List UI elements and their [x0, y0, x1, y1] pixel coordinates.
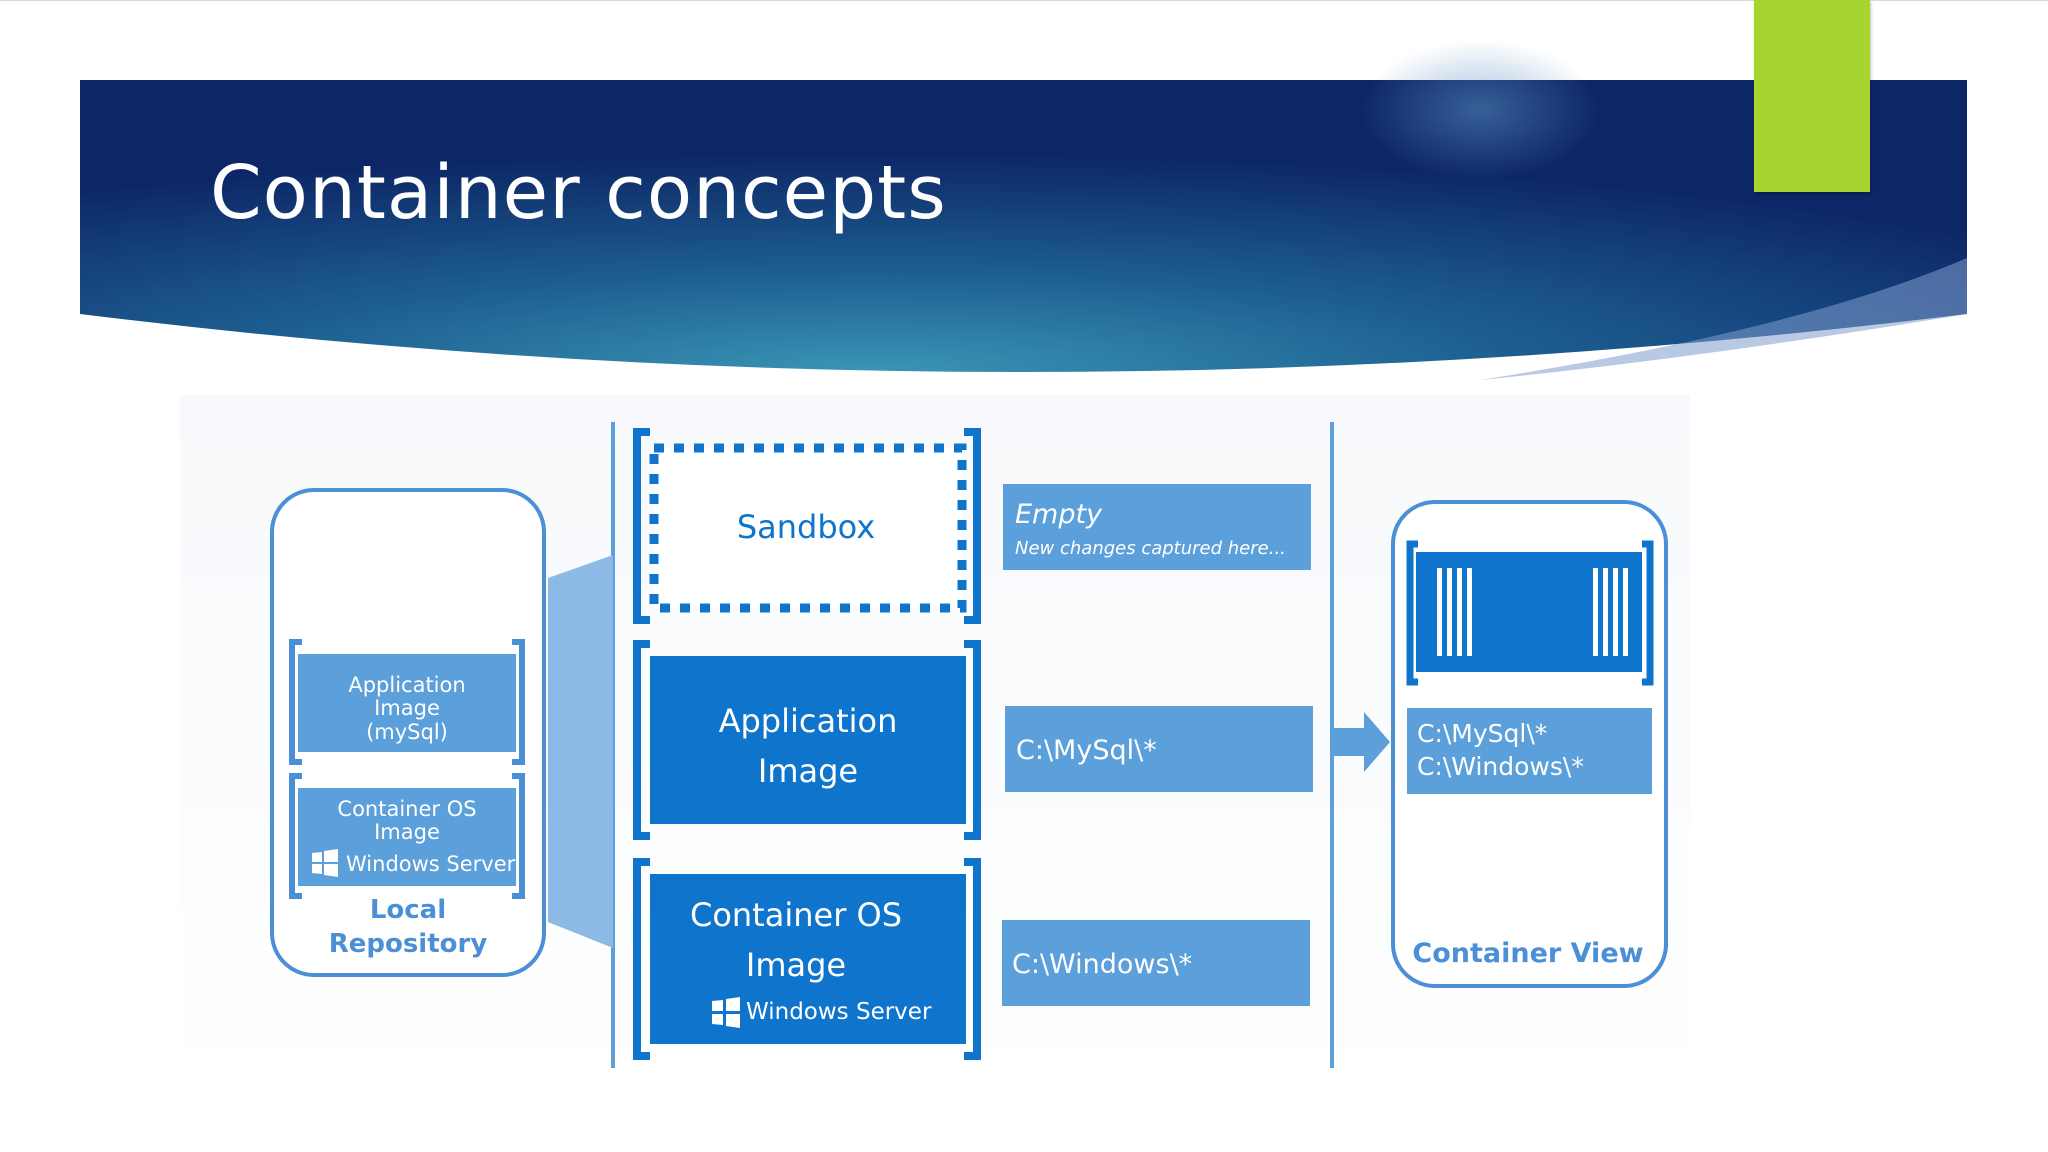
- repository-label-line1: Local: [370, 895, 446, 925]
- repository-funnel: [548, 555, 613, 948]
- container-os-layer: [650, 874, 966, 1044]
- arrow-right-icon: [1334, 712, 1390, 772]
- windows-logo-icon: [312, 849, 338, 877]
- os-layer-brackets: [633, 858, 981, 1060]
- os-path-label: C:\Windows\*: [1012, 949, 1192, 980]
- repo-os-line2: Image: [374, 820, 440, 844]
- app-layer-brackets: [633, 640, 981, 840]
- sandbox-brackets: [633, 428, 981, 624]
- container-view: C:\MySql\* C:\Windows\* Container View: [1391, 500, 1668, 988]
- repo-os-brackets: [289, 773, 525, 899]
- local-repository: Application Image (mySql) Container OS I…: [270, 488, 546, 977]
- layer-stack: Sandbox Application Image Container OS I…: [633, 428, 981, 1060]
- sandbox-path-box: [1003, 484, 1311, 570]
- container-view-path2: C:\Windows\*: [1417, 752, 1584, 781]
- slide-title: Container concepts: [210, 150, 947, 236]
- container-icon-brackets: [1406, 540, 1654, 686]
- application-image-layer: [650, 656, 966, 824]
- os-path-box: [1002, 920, 1310, 1006]
- repo-app-image: [298, 654, 516, 752]
- path-labels: Empty New changes captured here... C:\My…: [1002, 484, 1313, 1006]
- sandbox-path-subtitle: New changes captured here...: [1015, 538, 1286, 559]
- container-view-label: Container View: [1412, 938, 1643, 969]
- container-view-path1: C:\MySql\*: [1417, 719, 1547, 748]
- container-stripes-right: [1593, 568, 1628, 656]
- sandbox-path-title: Empty: [1015, 499, 1103, 530]
- windows-logo-icon: [712, 997, 740, 1028]
- os-layer-line2: Image: [746, 946, 846, 984]
- repo-os-brand: Windows Server: [346, 852, 516, 876]
- repo-app-brackets: [289, 639, 525, 765]
- sandbox-layer: [649, 443, 967, 613]
- repo-app-line2: Image: [374, 696, 440, 720]
- os-layer-line1: Container OS: [690, 896, 902, 934]
- repo-app-line1: Application: [348, 673, 465, 697]
- repo-app-line3: (mySql): [366, 720, 448, 744]
- header-banner: [80, 40, 1967, 380]
- accent-block: [1754, 0, 1870, 192]
- app-path-label: C:\MySql\*: [1016, 735, 1157, 766]
- repo-os-line1: Container OS: [337, 797, 476, 821]
- container-view-paths-box: [1407, 708, 1652, 794]
- top-border-line: [0, 0, 2048, 1]
- app-path-box: [1005, 706, 1313, 792]
- repository-label-line2: Repository: [329, 929, 488, 959]
- os-layer-brand: Windows Server: [746, 999, 932, 1025]
- container-stripes-left: [1437, 568, 1472, 656]
- app-layer-line2: Image: [758, 752, 858, 790]
- app-layer-line1: Application: [719, 702, 898, 740]
- sandbox-label: Sandbox: [737, 508, 875, 546]
